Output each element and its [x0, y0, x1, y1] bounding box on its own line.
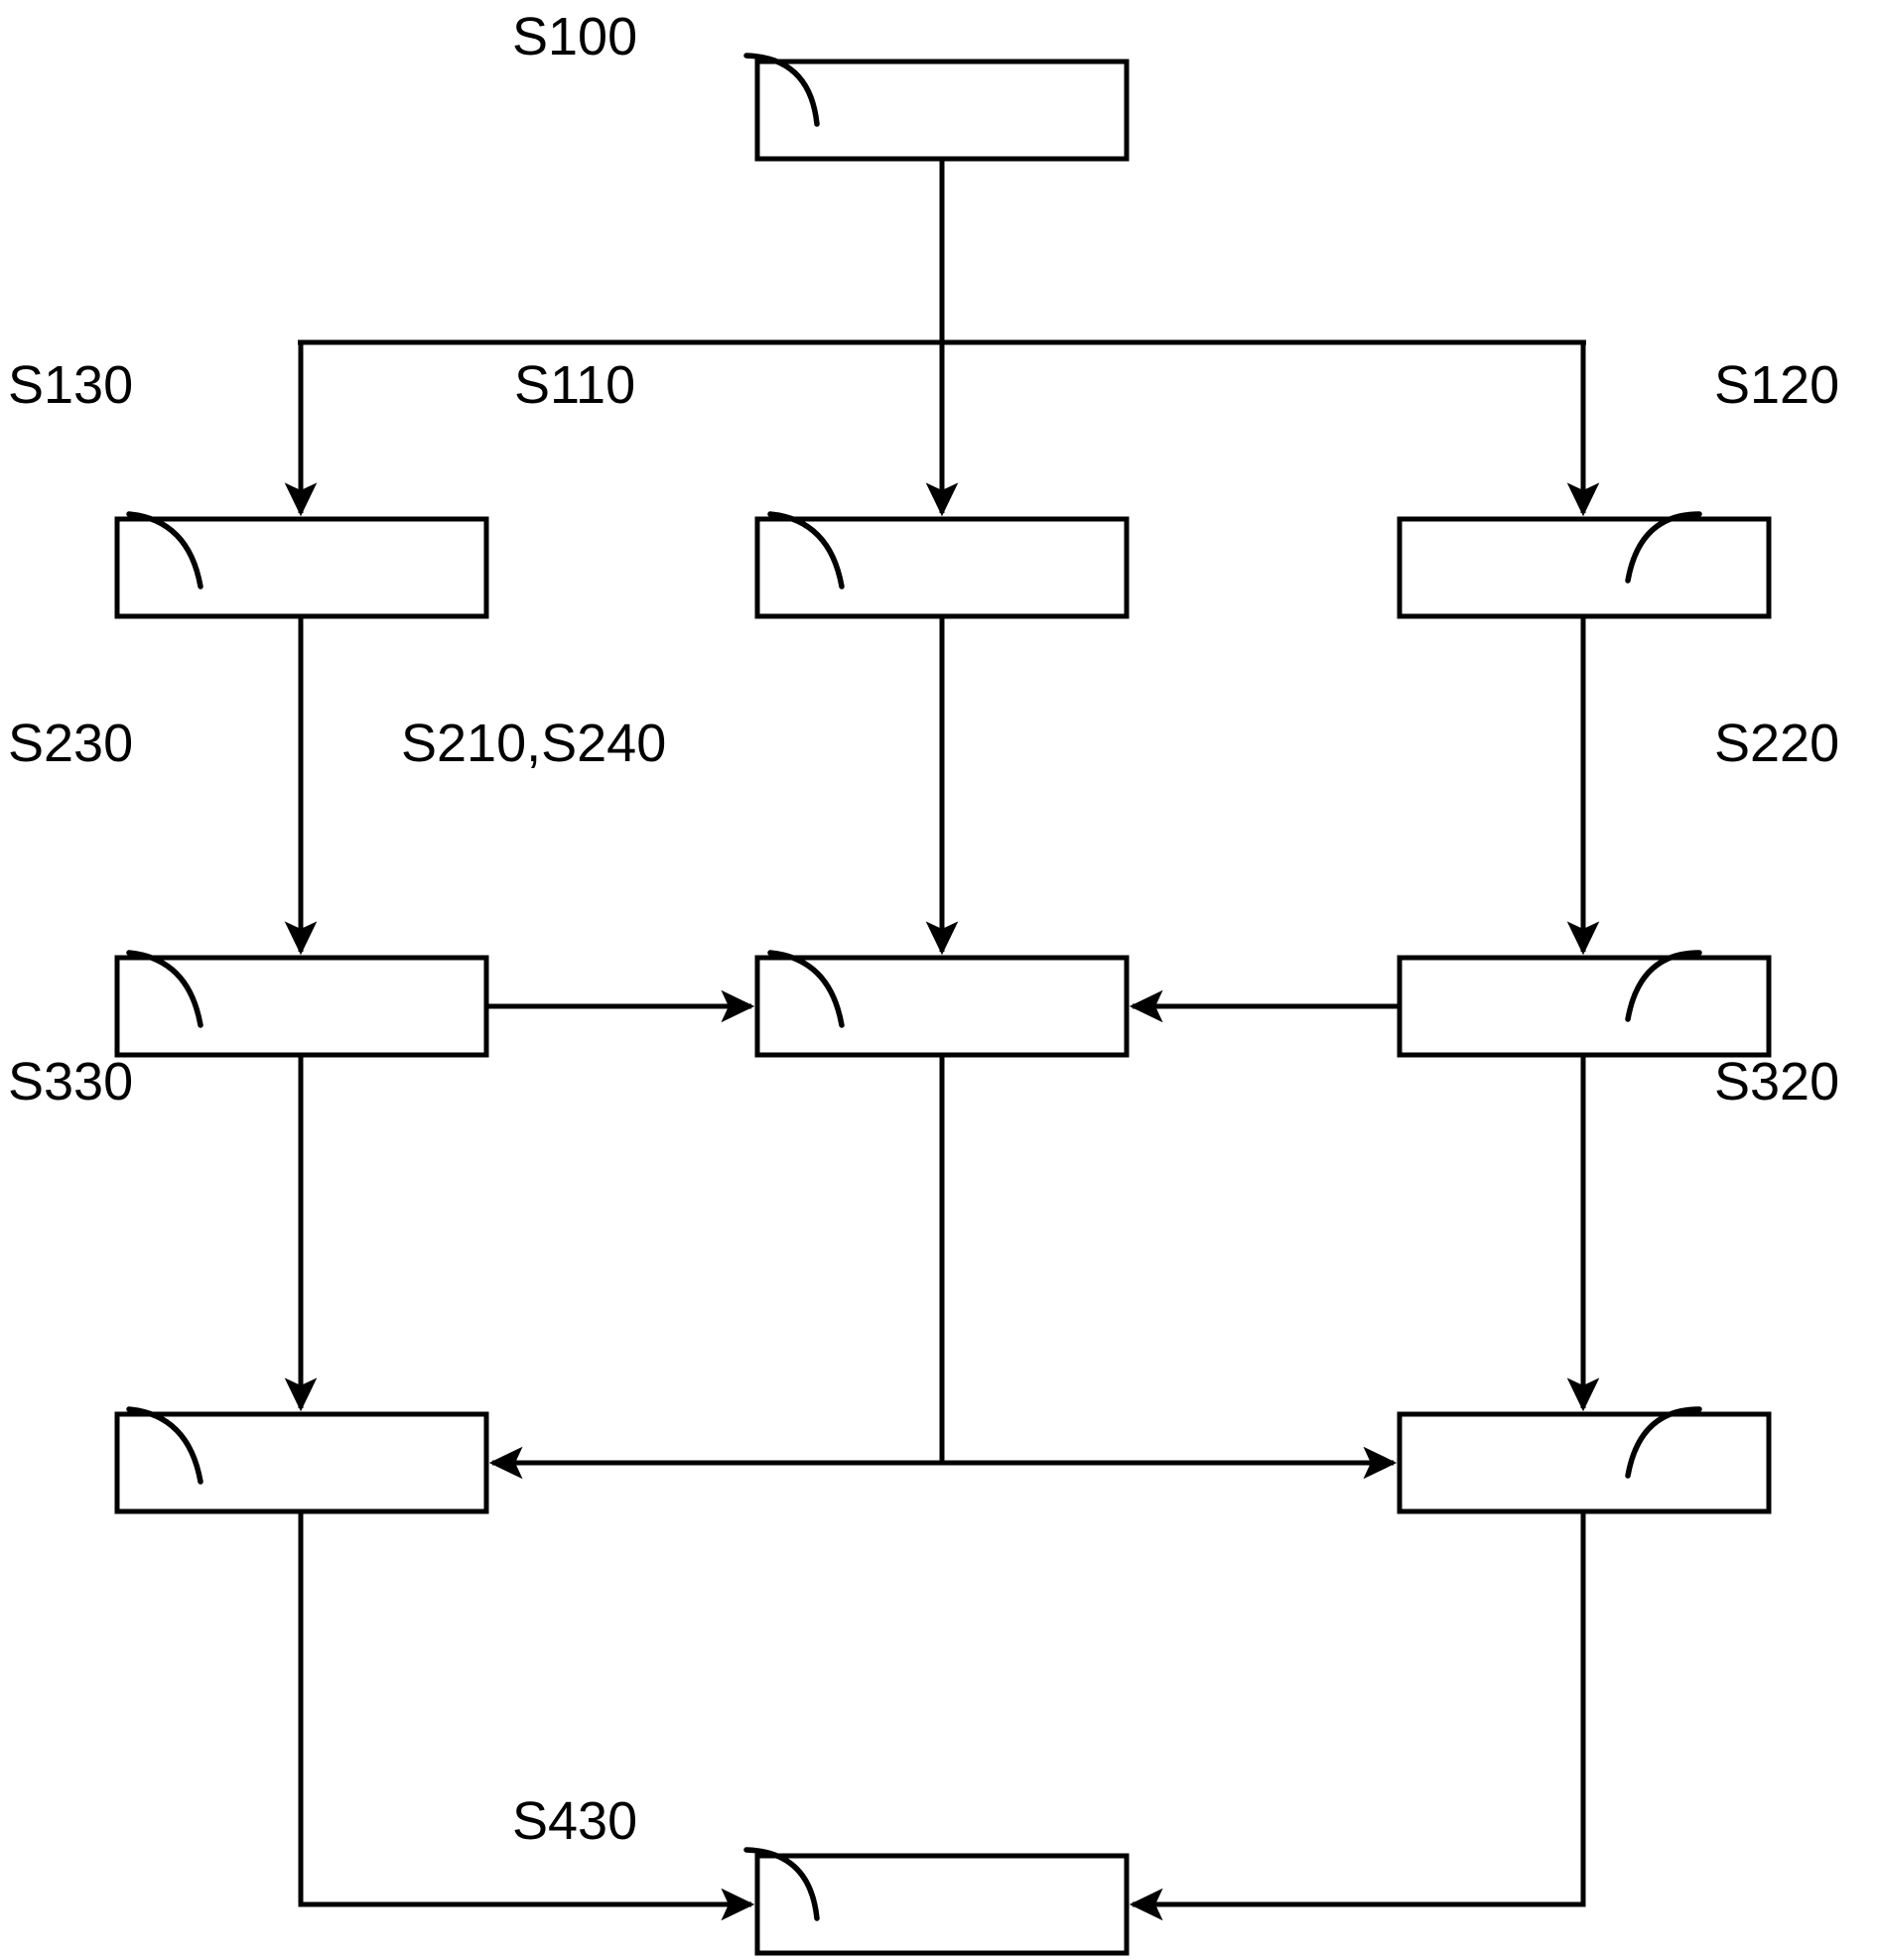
leader-line-s320	[1625, 1406, 1702, 1479]
step-box-s430[interactable]	[754, 1853, 1130, 1956]
ref-label-s100: S100	[512, 7, 638, 66]
ref-label-s430: S430	[512, 1791, 638, 1851]
leader-line-s110	[767, 511, 845, 589]
step-box-s100[interactable]	[754, 59, 1130, 162]
ref-label-s210-s240: S210,S240	[401, 714, 667, 773]
ref-label-s220: S220	[1714, 714, 1840, 773]
connector-group	[284, 159, 1600, 1921]
step-box-s220[interactable]	[1397, 955, 1772, 1058]
leader-line-group	[126, 53, 1702, 1921]
connector-s320-to-s430	[1129, 1511, 1586, 1921]
ref-label-s130: S130	[8, 355, 134, 415]
step-box-s320[interactable]	[1397, 1411, 1772, 1514]
ref-label-s320: S320	[1714, 1052, 1840, 1111]
ref-label-s120: S120	[1714, 355, 1840, 415]
leader-line-s330	[126, 1406, 203, 1485]
step-box-s110[interactable]	[754, 516, 1130, 619]
ref-label-s330: S330	[8, 1052, 134, 1111]
leader-line-s130	[126, 511, 203, 589]
leader-line-s120	[1625, 511, 1702, 584]
leader-line-s230	[126, 950, 203, 1028]
ref-label-s110: S110	[514, 355, 636, 415]
leader-line-s210-s240	[767, 950, 845, 1028]
leader-line-s100	[743, 53, 820, 127]
ref-label-s230: S230	[8, 714, 134, 773]
leader-line-s430	[743, 1847, 820, 1921]
step-box-s120[interactable]	[1397, 516, 1772, 619]
connector-s330-to-s430	[298, 1511, 755, 1921]
leader-line-s220	[1625, 950, 1702, 1022]
